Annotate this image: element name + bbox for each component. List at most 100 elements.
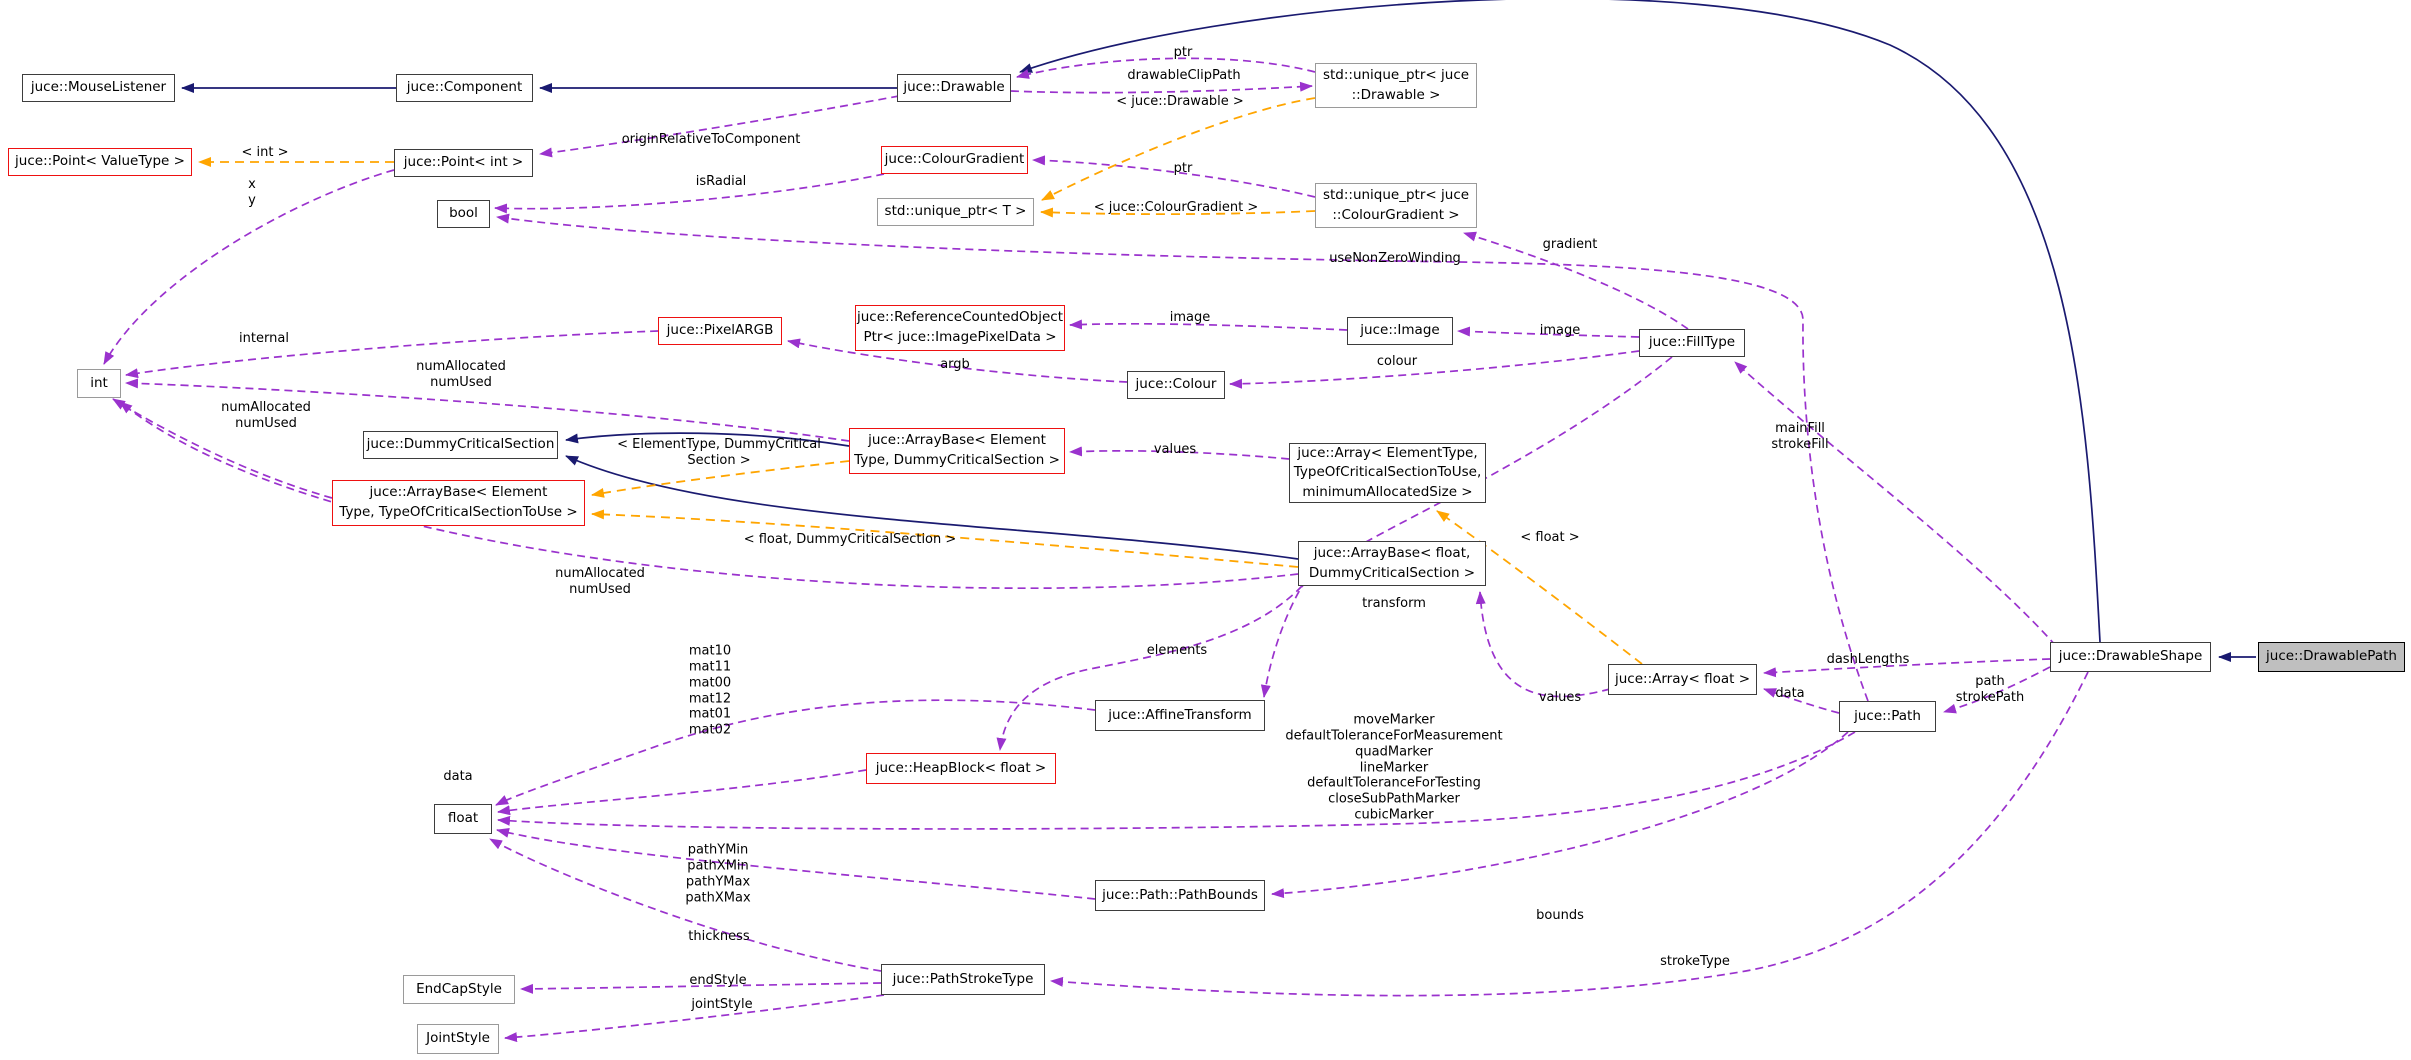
node-std-unique-ptr-drawable[interactable]: std::unique_ptr< juce ::Drawable > bbox=[1315, 63, 1477, 108]
edge-label-image-filltype: image bbox=[1539, 323, 1581, 339]
node-juce-referencecountedobjectptr[interactable]: juce::ReferenceCountedObject Ptr< juce::… bbox=[855, 305, 1065, 351]
edge-array-et-arraybase-et-dcs bbox=[1069, 446, 1290, 460]
edge-pathstroketype-float bbox=[489, 838, 882, 972]
node-juce-pixelargb[interactable]: juce::PixelARGB bbox=[658, 317, 782, 345]
edge-colour-pixelargb bbox=[787, 338, 1128, 383]
edge-arraybase-et-dcs-int bbox=[125, 378, 850, 442]
edge-label-originrelativetocomponent: originRelativeToComponent bbox=[621, 132, 801, 148]
edge-drawableshape-filltype bbox=[1734, 361, 2057, 647]
edge-drawableshape-arrayfloat bbox=[1763, 658, 2051, 678]
node-std-unique-ptr-t[interactable]: std::unique_ptr< T > bbox=[877, 198, 1034, 226]
edge-label-template-elementtype-dummycs: < ElementType, DummyCritical Section > bbox=[617, 437, 821, 468]
edge-filltype-image bbox=[1457, 326, 1640, 338]
edge-label-data-path: data bbox=[1775, 686, 1805, 702]
edge-label-usenonzerowinding: useNonZeroWinding bbox=[1329, 251, 1461, 267]
edge-pathbounds-float bbox=[496, 828, 1096, 900]
node-juce-point-valuetype[interactable]: juce::Point< ValueType > bbox=[8, 148, 192, 176]
node-endcapstyle[interactable]: EndCapStyle bbox=[403, 975, 515, 1004]
edge-label-endstyle: endStyle bbox=[689, 973, 747, 989]
node-juce-drawable[interactable]: juce::Drawable bbox=[897, 74, 1011, 102]
node-juce-array-elementtype[interactable]: juce::Array< ElementType, TypeOfCritical… bbox=[1289, 443, 1486, 503]
edge-label-ptr-drawable: ptr bbox=[1173, 45, 1193, 61]
edge-label-drawableclippath: drawableClipPath bbox=[1127, 68, 1241, 84]
node-juce-point-int[interactable]: juce::Point< int > bbox=[394, 149, 533, 177]
node-int[interactable]: int bbox=[77, 369, 121, 398]
edge-label-template-int: < int > bbox=[241, 145, 289, 161]
node-juce-colour[interactable]: juce::Colour bbox=[1127, 371, 1225, 399]
edge-path-arrayfloat bbox=[1763, 688, 1840, 714]
node-juce-pathstroketype[interactable]: juce::PathStrokeType bbox=[881, 964, 1045, 995]
edge-pixelargb-int bbox=[125, 330, 659, 379]
edge-label-thickness: thickness bbox=[688, 929, 750, 945]
edge-arrayfloat-arraybasefloat bbox=[1475, 591, 1611, 698]
node-juce-image[interactable]: juce::Image bbox=[1347, 317, 1453, 345]
edge-label-numallocated-1: numAllocated numUsed bbox=[416, 359, 506, 390]
edge-image-refcountedptr bbox=[1069, 319, 1348, 331]
edge-path-pathbounds bbox=[1271, 731, 1849, 899]
edge-label-image-refptr: image bbox=[1169, 310, 1211, 326]
edge-drawableshape-pathstroketype bbox=[1050, 671, 2089, 997]
edge-label-bounds: bounds bbox=[1536, 908, 1584, 924]
node-juce-arraybase-elementtype-dummycriticalsection[interactable]: juce::ArrayBase< Element Type, DummyCrit… bbox=[849, 428, 1065, 474]
edge-label-x-y: x y bbox=[248, 177, 256, 208]
node-juce-mouselistener[interactable]: juce::MouseListener bbox=[22, 74, 175, 102]
node-juce-heapblock-float[interactable]: juce::HeapBlock< float > bbox=[866, 753, 1056, 784]
edge-pathstroketype-jointstyle bbox=[504, 994, 885, 1043]
edge-label-gradient: gradient bbox=[1542, 237, 1598, 253]
edge-label-mat-members: mat10 mat11 mat00 mat12 mat01 mat02 bbox=[688, 643, 732, 738]
node-juce-affinetransform[interactable]: juce::AffineTransform bbox=[1095, 700, 1265, 731]
edge-label-transform: transform bbox=[1362, 596, 1426, 612]
edge-drawableshape-path bbox=[1943, 666, 2051, 714]
edge-path-bool bbox=[496, 213, 1869, 702]
node-juce-arraybase-float-dummycriticalsection[interactable]: juce::ArrayBase< float, DummyCriticalSec… bbox=[1298, 541, 1486, 586]
node-juce-array-float[interactable]: juce::Array< float > bbox=[1608, 664, 1757, 695]
edge-label-template-float: < float > bbox=[1520, 530, 1580, 546]
edge-drawable-pointint bbox=[539, 95, 900, 158]
edge-arraybase-float-int bbox=[119, 401, 1299, 590]
edge-filltype-affinetransform bbox=[1260, 356, 1673, 698]
node-juce-filltype[interactable]: juce::FillType bbox=[1639, 329, 1745, 357]
edge-label-template-drawable: < juce::Drawable > bbox=[1116, 94, 1244, 110]
node-std-unique-ptr-colourgradient[interactable]: std::unique_ptr< juce ::ColourGradient > bbox=[1315, 183, 1477, 228]
edge-label-path-markers: moveMarker defaultToleranceForMeasuremen… bbox=[1285, 712, 1503, 823]
node-float[interactable]: float bbox=[434, 804, 492, 834]
edge-path-float bbox=[497, 731, 1856, 830]
node-juce-drawablepath[interactable]: juce::DrawablePath bbox=[2258, 642, 2405, 672]
edge-label-argb: argb bbox=[940, 357, 970, 373]
edge-label-stroketype: strokeType bbox=[1660, 954, 1730, 970]
node-juce-arraybase-elementtype-typeofcriticalsectiontouse[interactable]: juce::ArrayBase< Element Type, TypeOfCri… bbox=[332, 480, 585, 526]
edge-label-mainfill-strokefill: mainFill strokeFill bbox=[1771, 421, 1829, 452]
node-juce-path-pathbounds[interactable]: juce::Path::PathBounds bbox=[1095, 880, 1265, 911]
edge-drawableshape-drawable bbox=[1019, 0, 2101, 643]
edge-label-template-colourgradient: < juce::ColourGradient > bbox=[1093, 200, 1259, 216]
edge-label-numallocated-2: numAllocated numUsed bbox=[221, 400, 311, 431]
edge-heapblock-float bbox=[497, 769, 867, 816]
edge-filltype-uptrcg bbox=[1463, 231, 1689, 330]
edge-arraybase-etdcs-arraybase-ettocs bbox=[591, 460, 850, 498]
edge-label-pathbounds-members: pathYMin pathXMin pathYMax pathXMax bbox=[685, 842, 751, 905]
node-bool[interactable]: bool bbox=[437, 200, 490, 228]
edge-label-internal: internal bbox=[239, 331, 289, 347]
node-juce-path[interactable]: juce::Path bbox=[1839, 701, 1936, 732]
node-jointstyle[interactable]: JointStyle bbox=[417, 1024, 499, 1054]
edge-label-jointstyle: jointStyle bbox=[691, 997, 753, 1013]
node-juce-dummycriticalsection[interactable]: juce::DummyCriticalSection bbox=[363, 431, 558, 459]
edge-pointint-int bbox=[103, 169, 395, 365]
edge-drawable-uptrdrawable bbox=[1010, 81, 1313, 94]
edge-arraybase-float-arraybase-ettocs bbox=[591, 509, 1299, 568]
edge-uptrcg-uptrt bbox=[1040, 207, 1316, 218]
edge-filltype-colour bbox=[1229, 350, 1640, 389]
edge-colourgradient-bool bbox=[494, 173, 885, 214]
node-juce-colourgradient[interactable]: juce::ColourGradient bbox=[881, 146, 1028, 174]
edge-label-data-heapblock: data bbox=[443, 769, 473, 785]
node-juce-drawableshape[interactable]: juce::DrawableShape bbox=[2050, 642, 2211, 672]
edge-arraybase-et-dcs-dummycs bbox=[565, 432, 850, 447]
edge-label-path-strokepath: path strokePath bbox=[1955, 674, 2025, 705]
node-juce-component[interactable]: juce::Component bbox=[396, 74, 533, 102]
edge-label-values-float: values bbox=[1538, 690, 1582, 706]
edge-uptrdrawable-uptrt bbox=[1041, 97, 1316, 201]
edge-arraybase-et-tocs-int bbox=[112, 398, 333, 499]
edge-arrayfloat-array-et bbox=[1436, 510, 1643, 665]
